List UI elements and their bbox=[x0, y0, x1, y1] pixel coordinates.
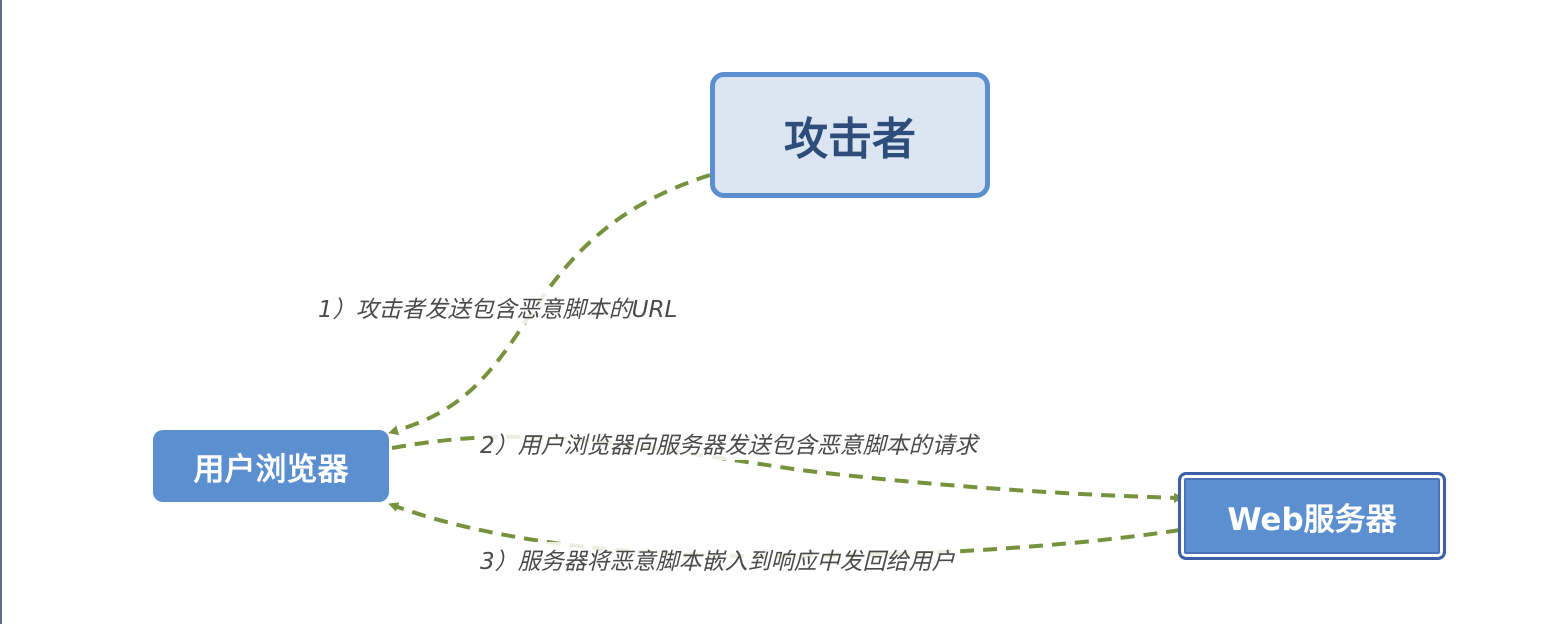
attacker-label: 攻击者 bbox=[784, 114, 916, 165]
browser-node: 用户浏览器 bbox=[153, 430, 389, 502]
step3-label: 3）服务器将恶意脚本嵌入到响应中发回给用户 bbox=[478, 542, 957, 576]
step1-label: 1）攻击者发送包含恶意脚本的URL bbox=[316, 290, 680, 324]
server-node: Web服务器 bbox=[1178, 472, 1446, 560]
server-label: Web服务器 bbox=[1227, 501, 1397, 538]
left-border bbox=[0, 0, 2, 624]
browser-label: 用户浏览器 bbox=[193, 451, 349, 488]
attacker-node: 攻击者 bbox=[710, 72, 990, 198]
step2-label: 2）用户浏览器向服务器发送包含恶意脚本的请求 bbox=[478, 426, 980, 460]
